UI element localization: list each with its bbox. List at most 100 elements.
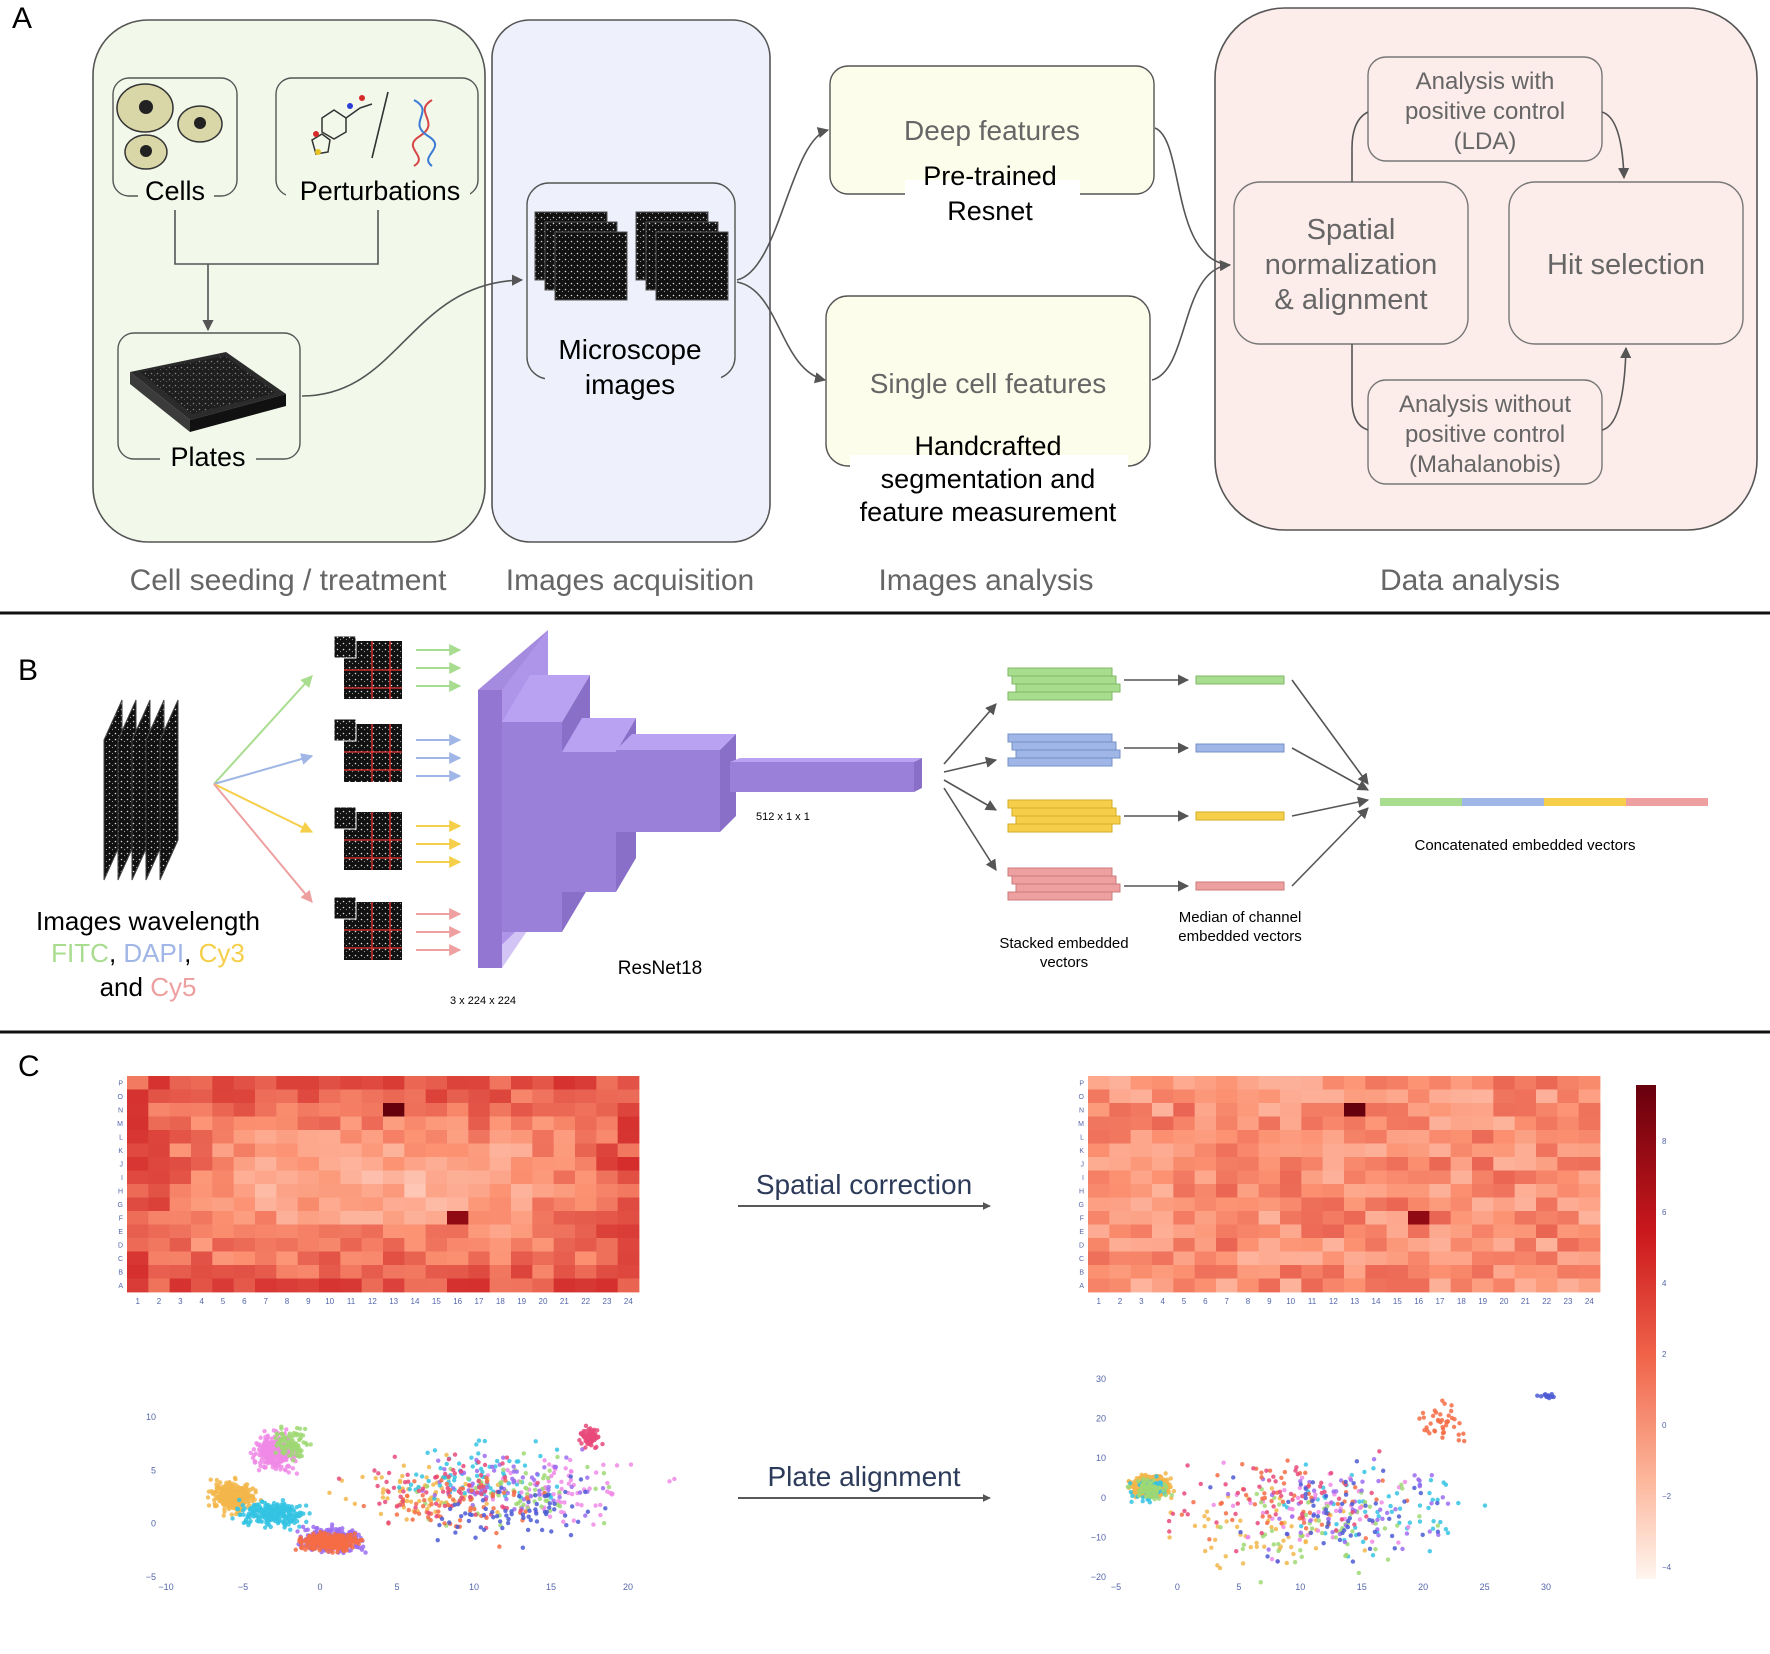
scatter-point <box>400 1499 405 1504</box>
heatmap-cell <box>361 1143 384 1158</box>
heatmap-cell <box>1280 1116 1302 1131</box>
scatter-point <box>1315 1528 1321 1533</box>
heatmap-cell <box>169 1238 192 1252</box>
scatter-point <box>523 1509 528 1514</box>
scatter-point <box>1128 1489 1134 1495</box>
heatmap-cell <box>148 1278 171 1293</box>
heatmap-cell <box>1258 1116 1281 1131</box>
heatmap-cell <box>511 1130 533 1144</box>
heatmap-cell <box>1514 1184 1537 1198</box>
scatter-y-tick: 5 <box>151 1465 156 1475</box>
scatter-point <box>227 1502 233 1508</box>
heatmap-cell <box>148 1103 171 1117</box>
heatmap-cell <box>1429 1197 1452 1212</box>
scatter-point <box>269 1452 275 1457</box>
scatter-point <box>1321 1540 1326 1546</box>
scatter-point <box>1350 1529 1355 1534</box>
heatmap-cell <box>191 1238 213 1252</box>
heatmap-cell <box>276 1278 299 1293</box>
heatmap-cell <box>361 1251 384 1266</box>
heatmap-cell <box>340 1184 363 1198</box>
heatmap-cell <box>511 1157 533 1171</box>
heatmap-cell <box>1322 1184 1345 1198</box>
heatmap-cell <box>575 1157 597 1171</box>
scatter-point <box>294 1519 300 1524</box>
heatmap-cell <box>148 1238 171 1252</box>
heatmap-cell <box>1258 1103 1281 1117</box>
heatmap-cell <box>1280 1157 1302 1171</box>
heatmap-cell <box>532 1089 555 1104</box>
heatmap-cell <box>212 1251 235 1266</box>
scatter-point <box>1346 1518 1351 1524</box>
heatmap-cell <box>1386 1089 1409 1104</box>
scatter-point <box>534 1511 539 1516</box>
heatmap-cell <box>468 1170 491 1185</box>
heatmap-col-label: 8 <box>1246 1297 1251 1306</box>
scatter-point <box>253 1490 258 1495</box>
scatter-point <box>1389 1533 1395 1539</box>
heatmap-cell <box>255 1224 277 1239</box>
heatmap-cell <box>1216 1197 1238 1212</box>
heatmap-cell <box>1365 1103 1388 1117</box>
heatmap-cell <box>1493 1130 1516 1144</box>
heatmap-cell <box>1322 1170 1345 1185</box>
scatter-point <box>230 1516 235 1521</box>
scatter-point <box>1363 1503 1368 1508</box>
scatter-point <box>206 1503 212 1508</box>
scatter-point <box>1254 1491 1259 1497</box>
scatter-point <box>417 1498 422 1504</box>
scatter-point <box>408 1499 414 1504</box>
heatmap-col-label: 10 <box>325 1297 334 1306</box>
heatmap-cell <box>617 1251 640 1266</box>
scatter-point <box>263 1437 268 1443</box>
heatmap-cell <box>1365 1170 1388 1185</box>
scatter-point <box>529 1475 535 1480</box>
heatmap-cell <box>1386 1211 1409 1225</box>
scatter-point <box>1303 1495 1308 1501</box>
heatmap-cell <box>1429 1143 1452 1158</box>
heatmap-cell <box>1301 1143 1324 1158</box>
plates-label: Plates <box>170 442 245 472</box>
heatmap-cell <box>1152 1224 1174 1239</box>
scatter-point <box>1428 1421 1433 1426</box>
scatter-point <box>280 1497 286 1503</box>
scatter-point <box>251 1514 256 1519</box>
scatter-point <box>228 1497 234 1503</box>
scatter-point <box>511 1469 517 1474</box>
heatmap-row-label: I <box>1082 1175 1084 1182</box>
heatmap-cell <box>1088 1251 1110 1266</box>
heatmap-col-label: 20 <box>539 1297 548 1306</box>
scatter-point <box>1337 1508 1343 1514</box>
heatmap-cell <box>1493 1251 1516 1266</box>
scatter-point <box>527 1508 532 1514</box>
scatter-point <box>231 1501 237 1506</box>
scatter-point <box>533 1493 538 1498</box>
heatmap-cell <box>532 1265 555 1279</box>
scatter-point <box>420 1503 426 1509</box>
scatter-point <box>239 1493 244 1499</box>
scatter-point <box>1223 1511 1229 1516</box>
scatter-point <box>593 1445 598 1451</box>
heatmap-cell <box>191 1076 213 1090</box>
scatter-point <box>296 1437 302 1443</box>
heatmap-cell <box>1493 1116 1516 1131</box>
scatter-point <box>1462 1438 1467 1444</box>
scatter-point <box>436 1509 441 1514</box>
scatter-point <box>283 1468 288 1473</box>
scatter-point <box>1211 1502 1216 1508</box>
heatmap-cell <box>361 1170 384 1185</box>
heatmap-cell <box>425 1211 448 1225</box>
scatter-point <box>1356 1532 1362 1537</box>
scatter-point <box>465 1476 471 1481</box>
colorbar-tick: 0 <box>1662 1421 1667 1430</box>
heatmap-cell <box>532 1116 555 1131</box>
input-dim-label: 3 x 224 x 224 <box>450 995 516 1007</box>
heatmap-cell <box>1386 1197 1409 1212</box>
scatter-point <box>1258 1580 1263 1585</box>
heatmap-cell <box>1557 1076 1580 1090</box>
heatmap-cell <box>276 1251 299 1266</box>
scatter-point <box>270 1465 275 1470</box>
heatmap-cell <box>1450 1265 1473 1279</box>
scatter-point <box>1538 1394 1544 1399</box>
scatter-point <box>404 1493 410 1498</box>
